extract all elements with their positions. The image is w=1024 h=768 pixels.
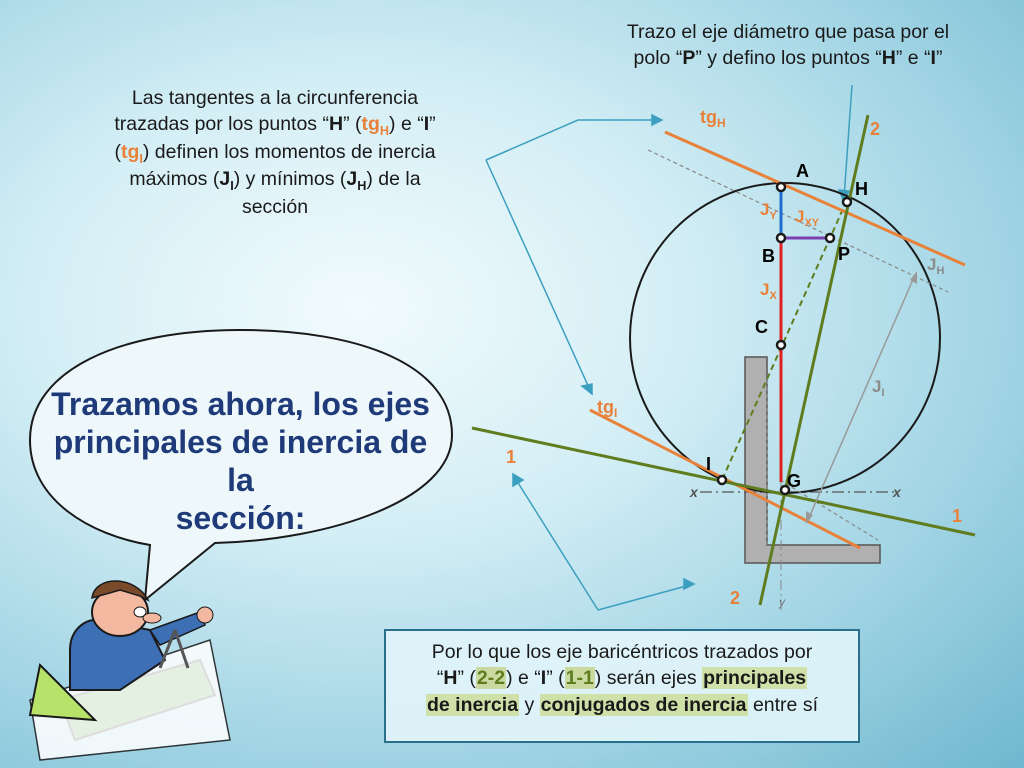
point-c	[775, 339, 787, 351]
label-p: P	[838, 244, 850, 264]
x-axis-right-label: x	[892, 484, 902, 500]
point-b	[775, 232, 787, 244]
label-axis2-bottom: 2	[730, 588, 740, 608]
label-ji: JI	[872, 377, 885, 399]
label-g: G	[787, 471, 801, 491]
axis-2-2	[758, 114, 870, 606]
label-tgh: tgH	[700, 107, 726, 130]
point-a	[775, 181, 787, 193]
label-jh: JH	[927, 255, 944, 277]
top-right-note: Trazo el eje diámetro que pasa por el po…	[626, 21, 950, 69]
ji-dimension	[807, 274, 916, 521]
point-p	[824, 232, 836, 244]
label-i: I	[706, 454, 711, 474]
label-b: B	[762, 246, 775, 266]
y-axis-label: y	[778, 595, 786, 609]
point-i	[716, 474, 728, 486]
label-axis2-top: 2	[870, 119, 880, 139]
x-axis-left-label: x	[689, 484, 699, 500]
label-jx: JX	[760, 280, 777, 302]
bubble-heading: Trazamos ahora, los ejes principales de …	[51, 386, 430, 536]
label-axis1-left: 1	[506, 447, 516, 467]
reference-dashed-2	[779, 479, 879, 541]
point-g	[779, 484, 791, 496]
label-tgi: tgI	[597, 397, 617, 420]
conclusion-box: Por lo que los eje baricéntricos trazado…	[384, 629, 860, 743]
l-section	[744, 356, 881, 564]
reference-dashed	[647, 149, 949, 293]
speech-bubble	[28, 328, 454, 603]
engineer-illustration	[28, 580, 231, 761]
left-note: Las tangentes a la circunferencia trazad…	[114, 87, 436, 219]
label-jy: JY	[760, 200, 777, 222]
label-jxy: JXY	[795, 207, 820, 229]
label-c: C	[755, 317, 768, 337]
callout-arrows	[485, 84, 853, 611]
label-axis1-right: 1	[952, 506, 962, 526]
point-h	[841, 196, 853, 208]
label-a: A	[796, 161, 809, 181]
diameter-dashed	[721, 199, 848, 481]
tangent-h	[664, 130, 966, 267]
label-h: H	[855, 179, 868, 199]
